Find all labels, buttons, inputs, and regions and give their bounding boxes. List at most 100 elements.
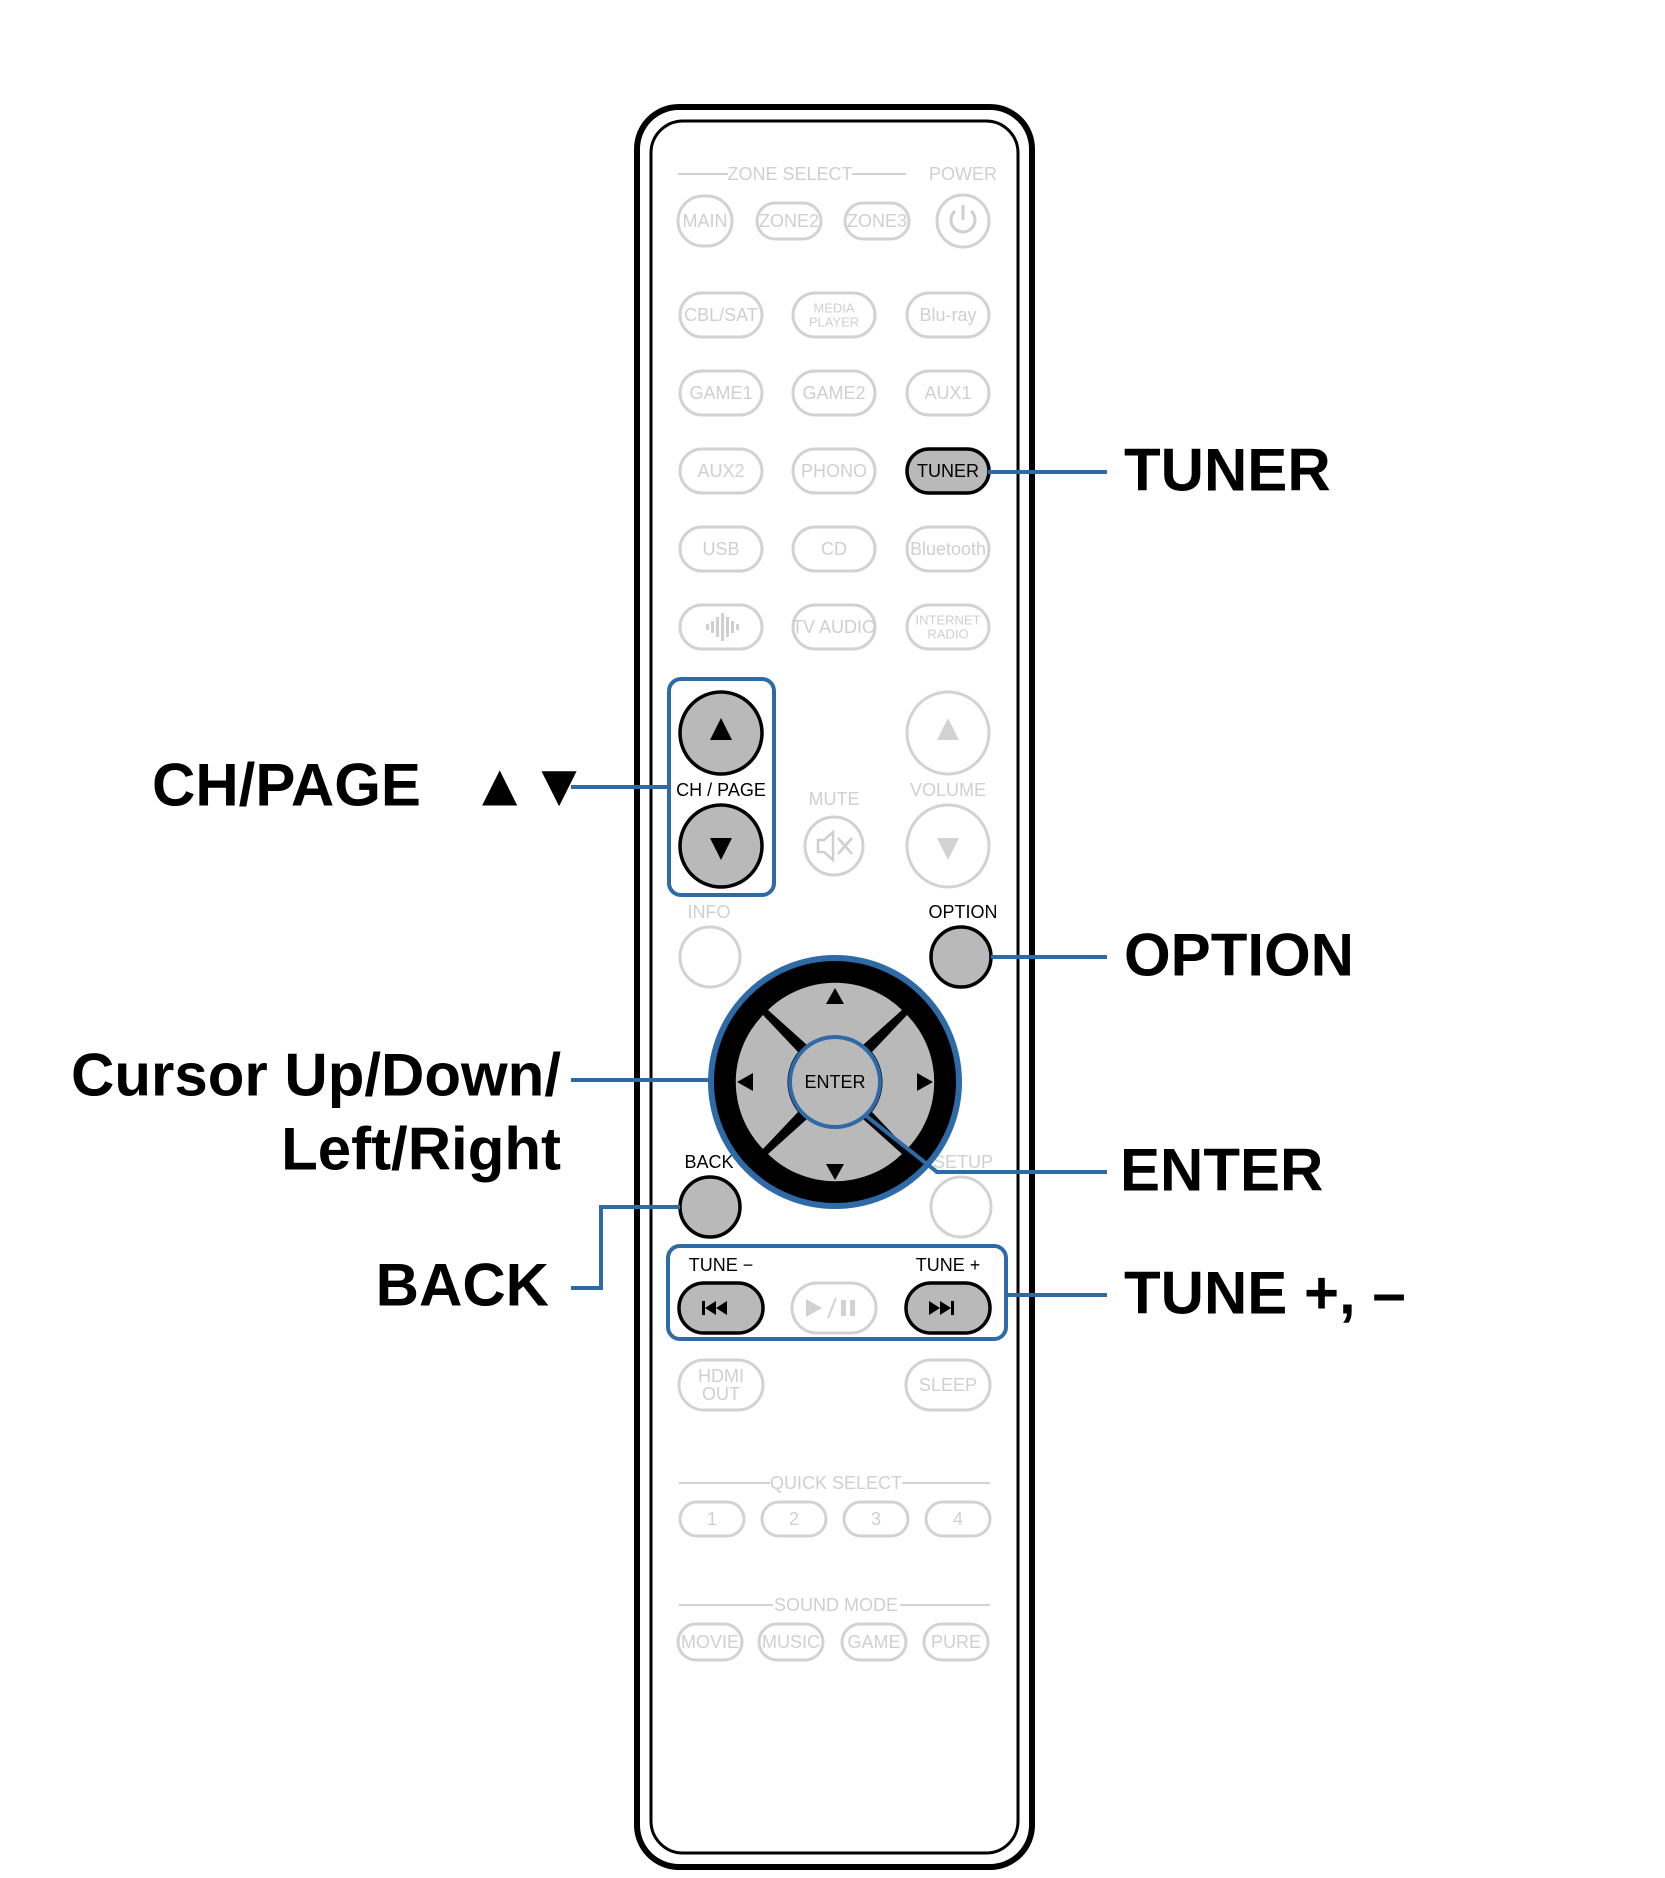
quick-select-3-label: 3	[871, 1509, 881, 1529]
game2-button[interactable]: GAME2	[791, 369, 877, 417]
internet-radio-label-line2: RADIO	[927, 627, 968, 642]
zone2-button[interactable]: ZONE2	[755, 201, 823, 241]
blu-ray-label: Blu-ray	[919, 305, 976, 325]
game2-label: GAME2	[802, 383, 865, 403]
usb-button[interactable]: USB	[678, 525, 764, 573]
info-button[interactable]	[678, 925, 742, 989]
aux1-button[interactable]: AUX1	[905, 369, 991, 417]
callout-tune: TUNE +, –	[1124, 1260, 1406, 1327]
cbl-sat-label: CBL/SAT	[684, 305, 758, 325]
quick-select-3-button[interactable]: 3	[842, 1500, 910, 1538]
tuner-label: TUNER	[917, 461, 979, 481]
play-pause-button[interactable]	[790, 1281, 878, 1335]
quick-select-row: 1 2 3 4	[678, 1500, 992, 1538]
media-player-label-line2: PLAYER	[809, 315, 859, 330]
option-label: OPTION	[928, 902, 997, 922]
main-button[interactable]: MAIN	[676, 194, 734, 248]
sound-mode-pure-label: PURE	[931, 1632, 981, 1652]
info-label: INFO	[688, 902, 731, 922]
heos-button[interactable]	[678, 603, 764, 651]
enter-button[interactable]: ENTER	[788, 1035, 882, 1129]
svg-text:MAIN: MAIN	[683, 211, 728, 231]
ch-page-label: CH / PAGE	[676, 780, 766, 800]
aux2-label: AUX2	[697, 461, 744, 481]
sleep-button[interactable]: SLEEP	[904, 1358, 992, 1412]
mute-button[interactable]	[803, 815, 865, 877]
cursor-down-button[interactable]	[768, 1119, 902, 1182]
sound-mode-game-button[interactable]: GAME	[840, 1622, 908, 1662]
cursor-right-button[interactable]	[872, 1015, 935, 1149]
cursor-left-button[interactable]	[735, 1015, 798, 1149]
tuner-button[interactable]: TUNER	[905, 447, 991, 495]
down-arrow-icon	[937, 838, 959, 860]
phono-button[interactable]: PHONO	[791, 447, 877, 495]
power-icon	[949, 205, 977, 234]
cursor-right-arrow-icon	[917, 1073, 933, 1091]
bluetooth-button[interactable]: Bluetooth	[905, 525, 991, 573]
quick-select-4-button[interactable]: 4	[924, 1500, 992, 1538]
quick-select-label: QUICK SELECT	[770, 1473, 902, 1493]
back-label: BACK	[684, 1152, 733, 1172]
quick-select-4-label: 4	[953, 1509, 963, 1529]
sound-mode-game-label: GAME	[847, 1632, 900, 1652]
down-arrow-icon	[710, 838, 732, 860]
setup-label: SETUP	[933, 1152, 993, 1172]
play-pause-icon	[806, 1297, 855, 1319]
volume-up-button[interactable]	[905, 690, 991, 776]
phono-label: PHONO	[801, 461, 867, 481]
zone-select-label: ZONE SELECT	[727, 164, 852, 184]
volume-label: VOLUME	[910, 780, 986, 800]
hdmi-out-label-line1: HDMI	[698, 1366, 744, 1386]
ch-page-up-button[interactable]	[678, 690, 764, 776]
zone3-button[interactable]: ZONE3	[843, 201, 911, 241]
tune-plus-button[interactable]	[904, 1281, 992, 1335]
sound-mode-music-label: MUSIC	[762, 1632, 820, 1652]
callout-ch-page: CH/PAGE	[152, 752, 421, 819]
tv-audio-button[interactable]: TV AUDIO	[791, 603, 877, 651]
volume-down-button[interactable]	[905, 803, 991, 889]
sound-mode-music-button[interactable]: MUSIC	[757, 1622, 825, 1662]
cd-label: CD	[821, 539, 847, 559]
back-button[interactable]	[678, 1175, 742, 1239]
game1-button[interactable]: GAME1	[678, 369, 764, 417]
skip-forward-icon	[929, 1301, 954, 1315]
power-button[interactable]	[935, 193, 991, 249]
hdmi-out-button[interactable]: HDMI OUT	[677, 1358, 765, 1412]
setup-button[interactable]	[929, 1175, 993, 1239]
cd-button[interactable]: CD	[791, 525, 877, 573]
aux1-label: AUX1	[924, 383, 971, 403]
aux2-button[interactable]: AUX2	[678, 447, 764, 495]
svg-text:ZONE2: ZONE2	[759, 211, 819, 231]
enter-label: ENTER	[804, 1072, 865, 1092]
option-button[interactable]	[929, 925, 993, 989]
blu-ray-button[interactable]: Blu-ray	[905, 291, 991, 339]
cbl-sat-button[interactable]: CBL/SAT	[678, 291, 764, 339]
cursor-up-arrow-icon	[826, 988, 844, 1004]
cursor-pad: ENTER	[708, 955, 962, 1209]
remote-body-inner	[649, 119, 1020, 1855]
hdmi-out-label-line2: OUT	[702, 1384, 740, 1404]
callout-ch-page-arrows: ▲▼	[470, 752, 589, 819]
mute-label: MUTE	[809, 789, 860, 809]
sound-mode-label: SOUND MODE	[774, 1595, 898, 1615]
quick-select-1-button[interactable]: 1	[678, 1500, 746, 1538]
sound-mode-pure-button[interactable]: PURE	[922, 1622, 990, 1662]
sound-mode-row: MOVIE MUSIC GAME PURE	[676, 1622, 990, 1662]
sound-mode-movie-button[interactable]: MOVIE	[676, 1622, 744, 1662]
tune-minus-label: TUNE −	[689, 1255, 754, 1275]
up-arrow-icon	[710, 718, 732, 740]
callout-cursor-line1: Cursor Up/Down/	[71, 1042, 561, 1109]
enter-leader-line	[863, 1113, 1107, 1174]
quick-select-1-label: 1	[707, 1509, 717, 1529]
tune-minus-button[interactable]	[677, 1281, 765, 1335]
bluetooth-label: Bluetooth	[910, 539, 986, 559]
cursor-up-button[interactable]	[768, 982, 902, 1045]
quick-select-2-button[interactable]: 2	[760, 1500, 828, 1538]
tv-audio-label: TV AUDIO	[792, 617, 876, 637]
ch-page-down-button[interactable]	[678, 803, 764, 889]
quick-select-2-label: 2	[789, 1509, 799, 1529]
callout-cursor-line2: Left/Right	[281, 1116, 561, 1183]
